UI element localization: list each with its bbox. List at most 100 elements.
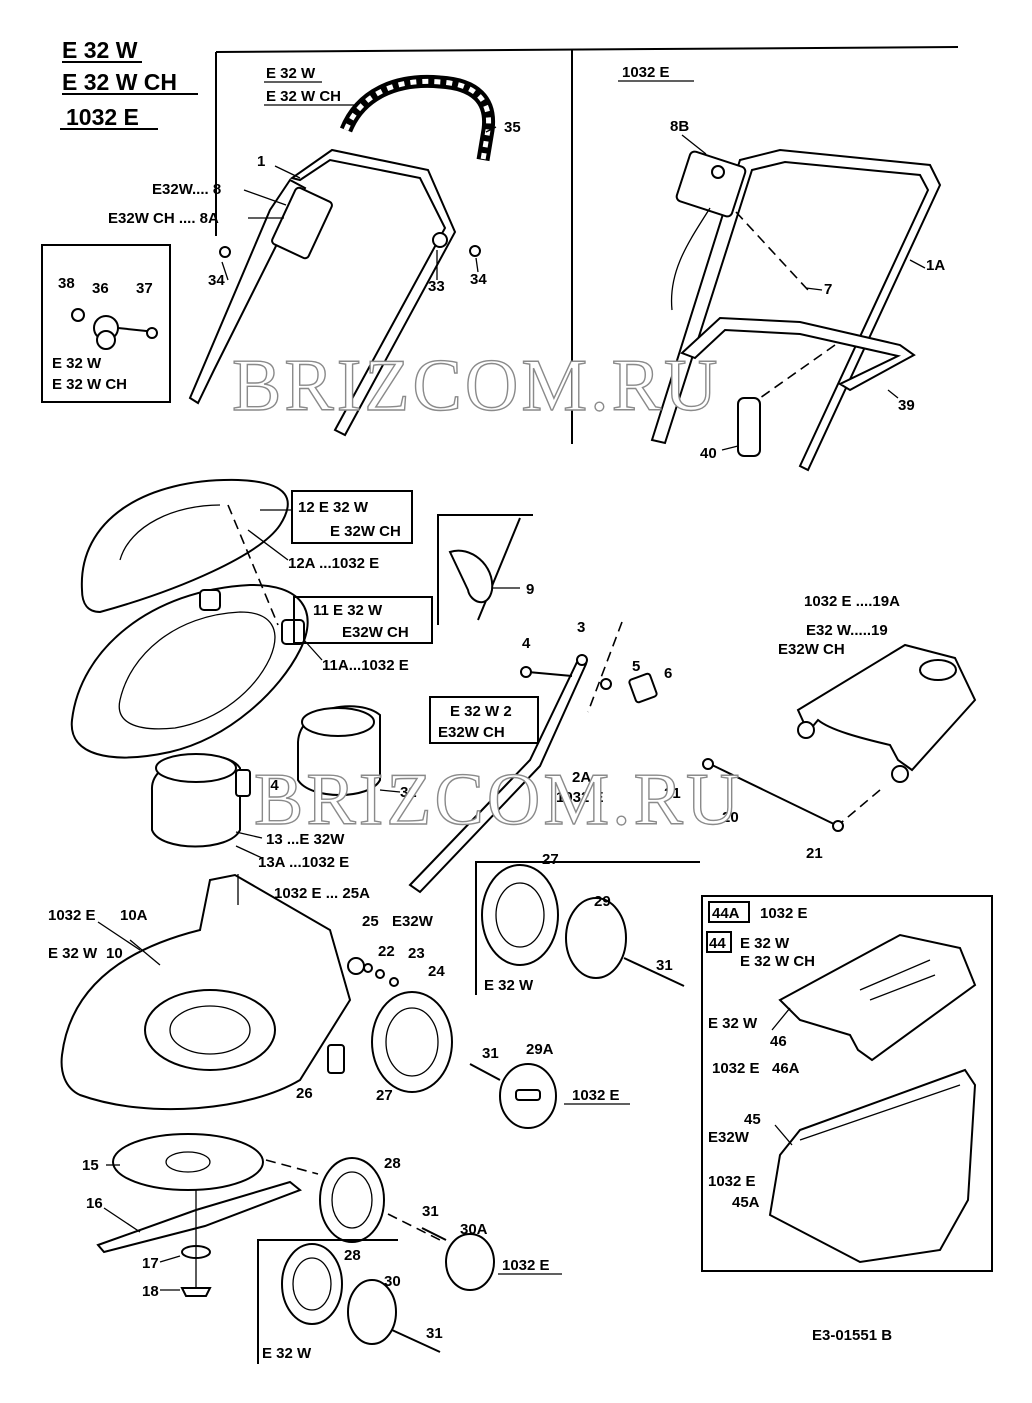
part-10: 10	[106, 945, 123, 962]
part-12: 12 E 32 W	[298, 499, 369, 516]
wheel-28-assembly: 28 31 30A 1032 E	[319, 1155, 562, 1291]
part-29a-model: 1032 E	[572, 1087, 620, 1104]
part-1a: 1A	[926, 257, 945, 274]
part-28b: 28	[344, 1247, 361, 1264]
handle-upper-1	[289, 148, 457, 437]
drawing-code: E3-01551 B	[812, 1327, 892, 1344]
bolt-34	[219, 246, 231, 258]
wheel-27-panel	[481, 864, 559, 966]
part-10-model: E 32 W	[48, 945, 98, 962]
part-4: 4	[522, 635, 531, 652]
hood-assembly: 12 E 32 W E 32W CH 12A ...1032 E 11 E 32…	[70, 478, 433, 759]
part-8b: 8B	[670, 118, 689, 135]
clip-26	[327, 1044, 345, 1074]
part-29a: 29A	[526, 1041, 554, 1058]
part-30: 30	[384, 1273, 401, 1290]
part-25: 25	[362, 913, 379, 930]
part-19: E32 W.....19	[806, 622, 888, 639]
part-2a-model: 1032 E	[556, 789, 604, 806]
part-46: 46	[770, 1033, 787, 1050]
wheel-27	[371, 991, 453, 1093]
blade-16	[96, 1180, 302, 1254]
part-31b: 31	[656, 957, 673, 974]
part-44-model2: E 32 W CH	[740, 953, 815, 970]
part-30a-model: 1032 E	[502, 1257, 550, 1274]
part-31c: 31	[422, 1203, 439, 1220]
part-14: 14	[262, 777, 279, 794]
part-44: 44	[709, 935, 726, 952]
switch-8b	[675, 150, 747, 218]
part-29: 29	[594, 893, 611, 910]
part-12b: E 32W CH	[330, 523, 401, 540]
hubcap-29	[565, 897, 627, 979]
part-2a: 2A	[572, 769, 591, 786]
part-9: 9	[526, 581, 534, 598]
handle-e32w-label: E 32 W	[266, 65, 316, 82]
cover-12	[80, 478, 289, 614]
part-25a: 1032 E ... 25A	[274, 885, 370, 902]
part-11b: E32W CH	[342, 624, 409, 641]
part-3: 3	[577, 619, 585, 636]
wheel-28	[319, 1157, 385, 1243]
part-40: 40	[700, 445, 717, 462]
part-5: 5	[632, 658, 640, 675]
part-45: 45	[744, 1111, 761, 1128]
part-36: 36	[92, 280, 109, 297]
part-10a-model: 1032 E	[48, 907, 96, 924]
part-8a: E32W CH .... 8A	[108, 210, 219, 227]
part-25-model: E32W	[392, 913, 434, 930]
wheel-27-assembly: 31 29A 1032 E 27	[371, 991, 630, 1129]
bail-39	[680, 316, 916, 392]
part-6: 6	[664, 665, 672, 682]
grass-bag-frame	[701, 895, 993, 1272]
fan-15	[112, 1133, 264, 1191]
part-34a: 34	[208, 272, 225, 289]
clip-e32w-label: E 32 W	[52, 355, 102, 372]
part-24: 24	[428, 963, 445, 980]
part-1: 1	[257, 153, 265, 170]
part-18: 18	[142, 1283, 159, 1300]
wheel-panel-e32w: 27 29 31 E 32 W	[475, 851, 700, 995]
part-26: 26	[296, 1085, 313, 1102]
model-e32w: E 32 W	[62, 37, 138, 63]
model-header: E 32 W E 32 W CH 1032 E	[60, 37, 198, 130]
part-31a: 31	[482, 1045, 499, 1062]
housing-11	[70, 583, 309, 759]
blade-assembly: 15 16 17 18	[82, 1133, 319, 1300]
clip-9-inset: 9	[437, 514, 534, 625]
part-44a: 44A	[712, 905, 740, 922]
part-44-model: E 32 W	[740, 935, 790, 952]
deck-assembly: 1032 E 10A E 32 W 10 1032 E ... 25A 25 E…	[48, 873, 445, 1111]
wheel-28-panel-label: E 32 W	[262, 1345, 312, 1362]
part-13a: 13A ...1032 E	[258, 854, 349, 871]
lower-handle: 4 3 5 6 E 32 W 2 E32W CH 2A 1032 E	[408, 619, 672, 894]
wheel-28-panel	[281, 1243, 343, 1325]
part-17: 17	[142, 1255, 159, 1272]
part-34b: 34	[470, 271, 487, 288]
part-8: E32W.... 8	[152, 181, 221, 198]
rear-flap: 1032 E ....19A E32 W.....19 E32W CH 21 2…	[664, 593, 977, 862]
part-35: 35	[504, 119, 521, 136]
part-44a-model: 1032 E	[760, 905, 808, 922]
bolt-34b	[469, 245, 481, 257]
watermark-middle: BRIZCOM.RU	[254, 759, 742, 841]
part-32: 32	[400, 784, 417, 801]
bag-45	[768, 1068, 977, 1264]
part-10a: 10A	[120, 907, 148, 924]
handle-e32w-panel: E 32 W E 32 W CH 35 1 E32W.... 8 E32W CH…	[108, 65, 521, 437]
box-12	[291, 490, 413, 544]
handle-e32w-ch-label: E 32 W CH	[266, 88, 341, 105]
knob-33	[432, 232, 448, 248]
hubcap-30	[347, 1279, 397, 1345]
switch-box-8	[271, 186, 333, 260]
part-30a: 30A	[460, 1221, 488, 1238]
part-16: 16	[86, 1195, 103, 1212]
part-37: 37	[136, 280, 153, 297]
part-11a: 11A...1032 E	[322, 657, 409, 674]
part-46a: 46A	[772, 1060, 800, 1077]
part-27a: 27	[542, 851, 559, 868]
part-28a: 28	[384, 1155, 401, 1172]
part-11: 11 E 32 W	[313, 602, 383, 619]
